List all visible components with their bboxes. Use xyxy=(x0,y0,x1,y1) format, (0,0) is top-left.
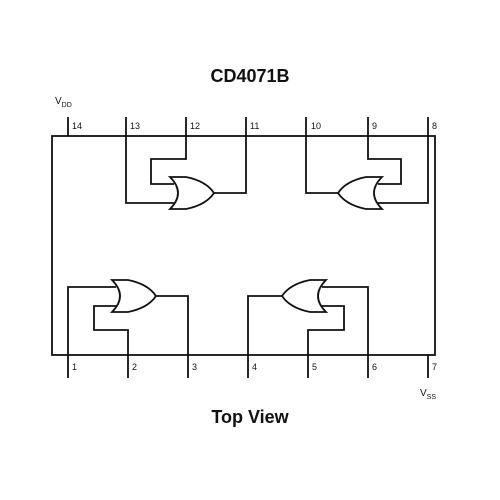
pin-8-label: 8 xyxy=(432,121,437,131)
pin-9-label: 9 xyxy=(372,121,377,131)
pin-11-label: 11 xyxy=(250,121,259,131)
pin-13-label: 13 xyxy=(130,121,140,131)
pin-2-label: 2 xyxy=(132,362,137,372)
pin-3-label: 3 xyxy=(192,362,197,372)
chip-title: CD4071B xyxy=(210,66,290,86)
or-gate-bottom-left xyxy=(67,279,189,355)
vdd-label: VDD xyxy=(55,96,72,109)
pin-10-label: 10 xyxy=(311,121,321,131)
or-gate-bottom-right xyxy=(247,279,369,355)
pin-4-label: 4 xyxy=(252,362,257,372)
or-gate-top-right xyxy=(305,136,429,210)
pin-6-label: 6 xyxy=(372,362,377,372)
view-caption: Top View xyxy=(211,407,289,427)
pin-7-label: 7 xyxy=(432,362,437,372)
pin-1-label: 1 xyxy=(72,362,77,372)
pin-12-label: 12 xyxy=(190,121,200,131)
pin-5-label: 5 xyxy=(312,362,317,372)
vss-label: VSS xyxy=(420,388,436,401)
or-gate-top-left xyxy=(125,136,247,210)
pin-14-label: 14 xyxy=(72,121,82,131)
package-outline xyxy=(51,135,436,356)
